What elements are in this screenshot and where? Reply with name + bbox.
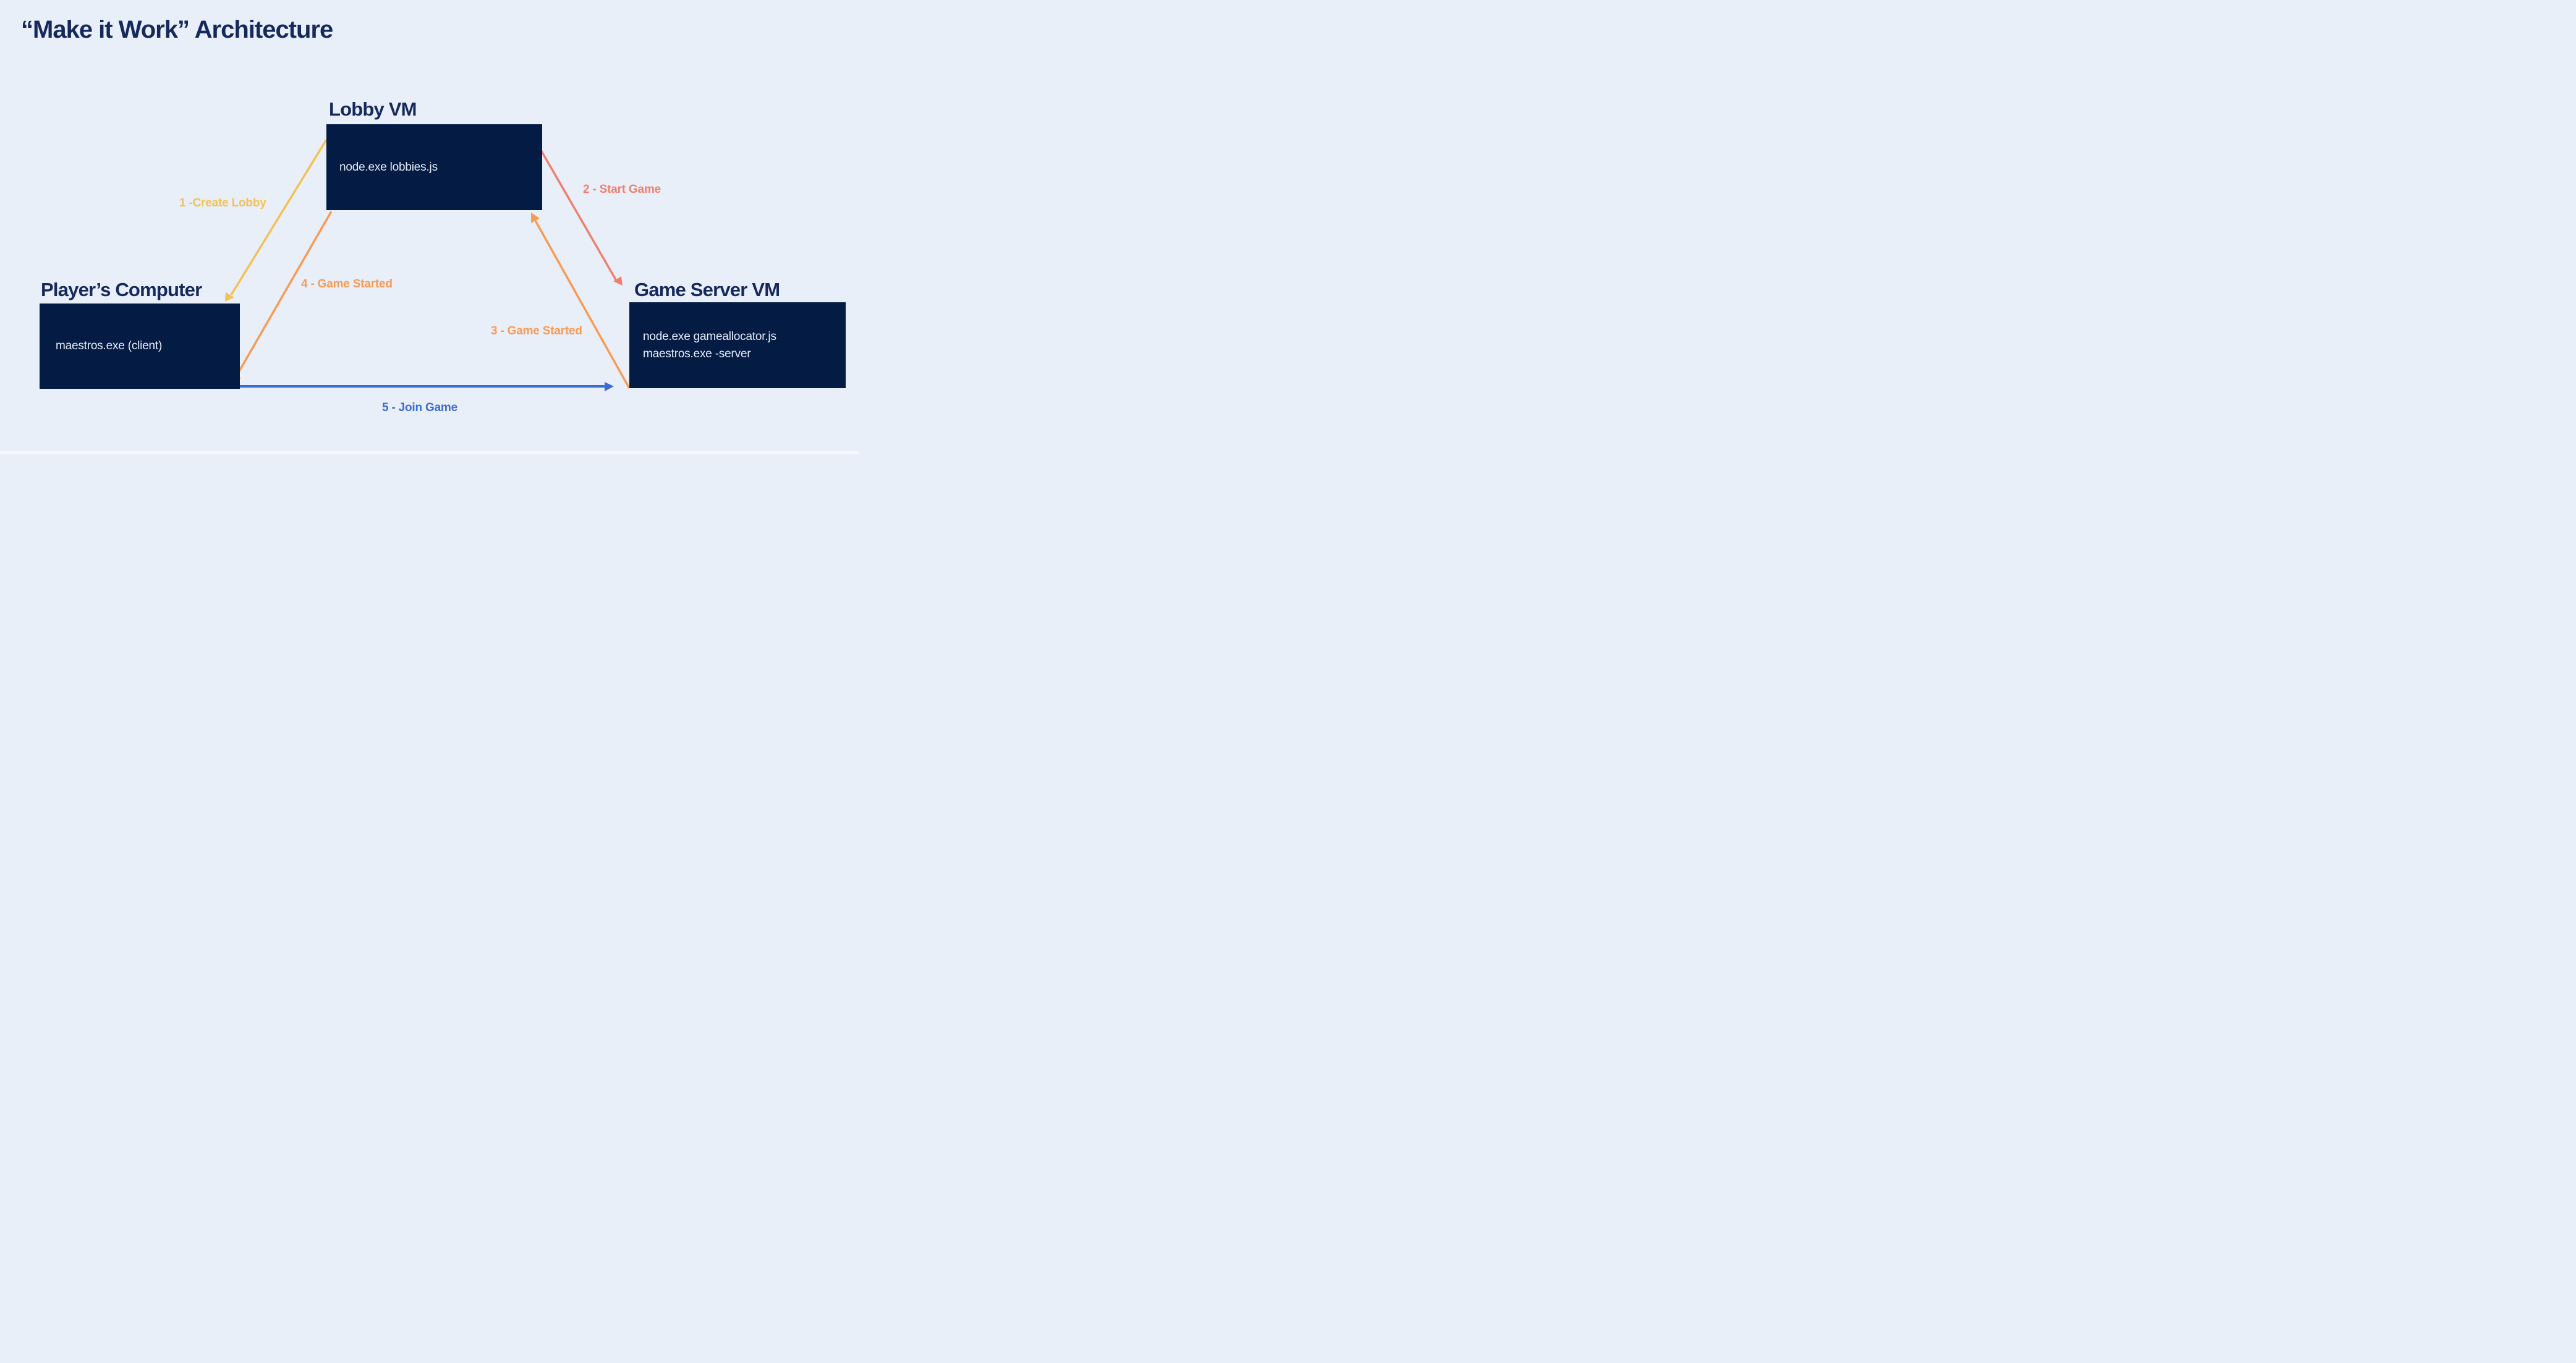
node-label-lobby-vm: Lobby VM — [329, 98, 417, 120]
process-text-gameallocator: node.exe gameallocator.js — [643, 329, 776, 343]
arrow-head-2 — [613, 276, 623, 286]
arrow-label-start-game: 2 - Start Game — [583, 183, 661, 196]
node-box-game-server-vm: node.exe gameallocator.js maestros.exe -… — [629, 302, 846, 388]
bottom-edge-strip — [0, 451, 859, 454]
arrow-line-2 — [528, 129, 618, 281]
node-label-players-computer: Player’s Computer — [41, 279, 202, 300]
arrow-line-4 — [235, 211, 333, 377]
arrow-label-create-lobby: 1 -Create Lobby — [179, 197, 266, 210]
arrow-head-1 — [225, 292, 234, 302]
arrow-line-1 — [230, 139, 328, 295]
node-label-game-server-vm: Game Server VM — [634, 279, 780, 300]
process-text-lobbies: node.exe lobbies.js — [339, 160, 438, 174]
arrow-line-3 — [534, 220, 631, 389]
arrow-label-game-started-3: 3 - Game Started — [491, 325, 582, 338]
process-text-server: maestros.exe -server — [643, 347, 751, 360]
process-text-client: maestros.exe (client) — [56, 339, 163, 353]
node-box-lobby-vm: node.exe lobbies.js — [326, 124, 542, 210]
node-box-players-computer: maestros.exe (client) — [40, 304, 240, 389]
arrow-label-game-started-4: 4 - Game Started — [301, 278, 393, 291]
arrow-head-5 — [605, 382, 614, 391]
diagram-title: “Make it Work” Architecture — [21, 16, 333, 43]
arrow-head-3 — [531, 213, 540, 223]
arrow-label-join-game: 5 - Join Game — [382, 401, 457, 414]
architecture-diagram: “Make it Work” Architecture Lobby VM Pla… — [0, 0, 859, 454]
